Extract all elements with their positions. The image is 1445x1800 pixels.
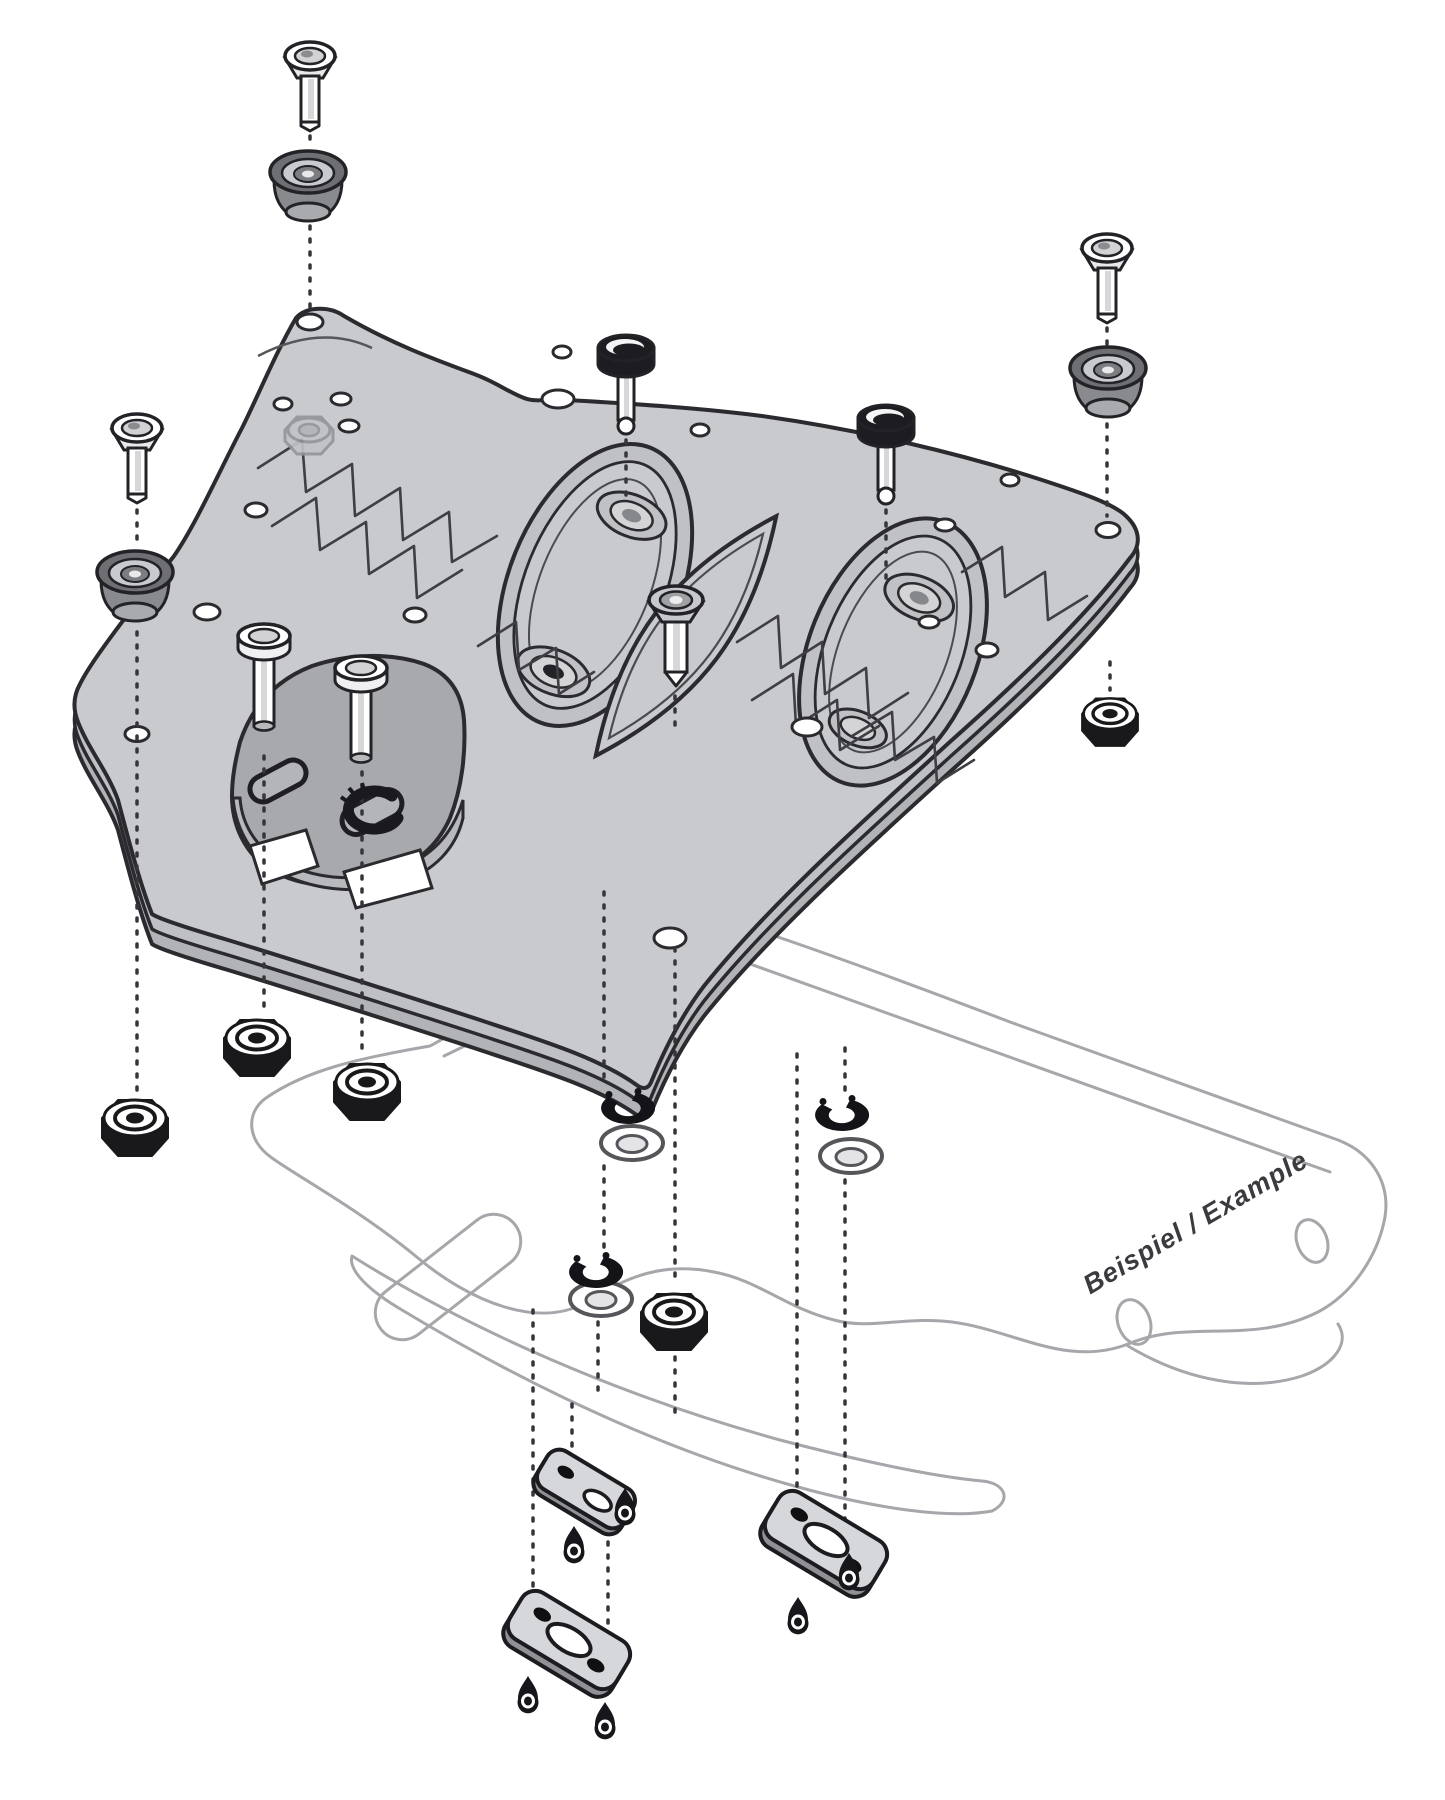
rack-label: Beispiel / Example [1078, 1145, 1313, 1300]
washer-right [818, 1137, 884, 1175]
latch-cutout-left [248, 828, 320, 886]
e-clip-right [815, 1095, 870, 1131]
plate-holes [123, 312, 1122, 950]
rack-oval-hole-center [1115, 1298, 1153, 1346]
self-tapping-screw-4 [593, 1700, 617, 1741]
assembly-guide-lines [135, 134, 1112, 1650]
backing-plate-center [495, 1582, 639, 1705]
latch-cutout-right [342, 848, 434, 910]
right-oval-recess [797, 516, 989, 788]
rack-rear-tube [1126, 1322, 1344, 1385]
backing-plate-right [752, 1482, 896, 1605]
rack-slot-hole [373, 1212, 523, 1342]
plate-contour-line [257, 336, 373, 358]
rubber-grommet-top [268, 149, 348, 223]
rib-webs [256, 438, 1089, 785]
countersunk-screw-right [1080, 232, 1134, 325]
hex-nut-far-left [100, 1098, 170, 1158]
hex-nut-center [639, 1292, 709, 1352]
countersunk-screw-top [283, 40, 337, 133]
hex-nut-left-outer [332, 1062, 402, 1122]
rack-outline [250, 906, 1388, 1354]
rack-front-tube [350, 1254, 1006, 1516]
captive-nut-ghost [283, 415, 335, 456]
adapter-plate [72, 306, 1140, 1121]
rack-fold-line [698, 944, 1332, 1174]
rubber-grommet-right [1068, 345, 1148, 419]
rack-oval-hole-right [1294, 1218, 1330, 1264]
self-tapping-screw-1 [562, 1524, 586, 1565]
washer-center [599, 1124, 665, 1162]
hex-nut-right [1080, 696, 1140, 748]
hex-nut-left-inner [222, 1018, 292, 1078]
countersunk-screw-left [110, 412, 164, 505]
self-tapping-screw-5 [786, 1595, 810, 1636]
self-tapping-screw-3 [516, 1674, 540, 1715]
e-clip-lower [569, 1252, 624, 1288]
